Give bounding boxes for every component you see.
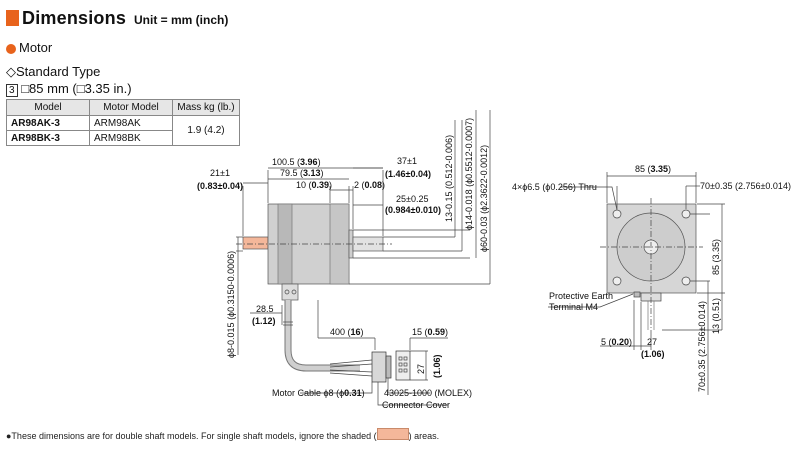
page-title: Dimensions: [22, 8, 127, 28]
mount-hole-label: 4×ϕ6.5 (ϕ0.256) Thru: [512, 182, 597, 192]
title-marker: [6, 10, 19, 26]
frame-size: 3 □85 mm (□3.35 in.): [6, 81, 132, 97]
dim-10: 10 (0.39): [296, 180, 332, 190]
dim-5: 5 (0.20): [601, 337, 632, 347]
dim-13-right: 13 (0.51): [711, 298, 721, 334]
connector-face: [395, 350, 411, 381]
dim-70-vertical: 70±0.35 (2.756±0.014): [697, 301, 707, 392]
screw-icon: [291, 289, 297, 295]
screw-icon: [284, 289, 290, 295]
table-header-motor-model: Motor Model: [89, 99, 173, 116]
dim-79-5: 79.5 (3.13): [280, 168, 324, 178]
dim-27-vertical: 27: [416, 364, 426, 374]
type-label: ◇Standard Type: [6, 64, 101, 79]
earth-terminal-label-1: Protective Earth: [549, 291, 613, 301]
earth-terminal: [633, 291, 641, 298]
mount-hole: [681, 209, 691, 219]
dim-8-vertical: ϕ8-0.015 (ϕ0.3150-0.0006): [226, 251, 236, 358]
section-label: Motor: [19, 40, 53, 55]
cable-outlet: [281, 283, 299, 301]
connector: [371, 351, 387, 383]
dim-28-5-inch: (1.12): [252, 316, 276, 326]
cell-motor-model: ARM98BK: [89, 130, 173, 146]
connector-label: 43025-1000 (MOLEX): [384, 388, 472, 398]
dim-37-inch: (1.46±0.04): [385, 169, 431, 179]
unit-label: Unit = mm (inch): [134, 13, 229, 27]
dim-27-horizontal: 27: [647, 337, 657, 347]
dim-2: 2 (0.08): [354, 180, 385, 190]
dim-400: 400 (16): [330, 327, 364, 337]
dim-100-5: 100.5 (3.96): [272, 157, 321, 167]
dim-85-vertical: 85 (3.35): [711, 239, 721, 275]
dim-21-inch: (0.83±0.04): [197, 181, 243, 191]
connector-cover-label: Connector Cover: [382, 400, 450, 410]
dim-25-inch: (0.984±0.010): [385, 205, 441, 215]
dim-85-horizontal: 85 (3.35): [635, 164, 671, 174]
footer-note-a: ●These dimensions are for double shaft m…: [6, 431, 377, 441]
table-header-model: Model: [6, 99, 90, 116]
dim-25: 25±0.25: [396, 194, 428, 204]
frame-size-num: 3: [6, 84, 18, 97]
dim-60-vertical: ϕ60-0.03 (ϕ2.3622-0.0012): [479, 145, 489, 252]
mount-hole: [612, 209, 622, 219]
model-table: Model Motor Model Mass kg (lb.) AR98AK-3…: [6, 99, 240, 146]
mount-hole: [612, 276, 622, 286]
mount-hole: [681, 276, 691, 286]
dim-14-vertical: ϕ14-0.018 (ϕ0.5512-0.0007): [464, 118, 474, 230]
section-bullet-icon: [6, 44, 16, 54]
dim-28-5: 28.5: [256, 304, 274, 314]
dim-70-horizontal: 70±0.35 (2.756±0.014): [700, 181, 791, 191]
shaded-swatch: [376, 428, 409, 440]
dim-21: 21±1: [210, 168, 230, 178]
dim-27-vertical-inch: (1.06): [432, 354, 442, 378]
rear-shaft-shaded: [242, 236, 269, 250]
table-row: AR98BK-3 ARM98BK: [6, 130, 240, 146]
dim-37: 37±1: [397, 156, 417, 166]
earth-terminal-label-2: Terminal M4: [549, 302, 598, 312]
footer-note: ●These dimensions are for double shaft m…: [6, 428, 439, 441]
table-row: AR98AK-3 ARM98AK 1.9 (4.2): [6, 115, 240, 146]
motor-cable-label: Motor Cable ϕ8 (ϕ0.31): [272, 388, 365, 398]
dim-15: 15 (0.59): [412, 327, 448, 337]
dim-27-horizontal-inch: (1.06): [641, 349, 665, 359]
frame-size-text: □85 mm (□3.35 in.): [21, 81, 132, 96]
cell-mass: 1.9 (4.2): [172, 115, 240, 146]
footer-note-b: ) areas.: [408, 431, 440, 441]
dim-13-vertical: 13-0.15 (0.512-0.006): [444, 135, 454, 222]
